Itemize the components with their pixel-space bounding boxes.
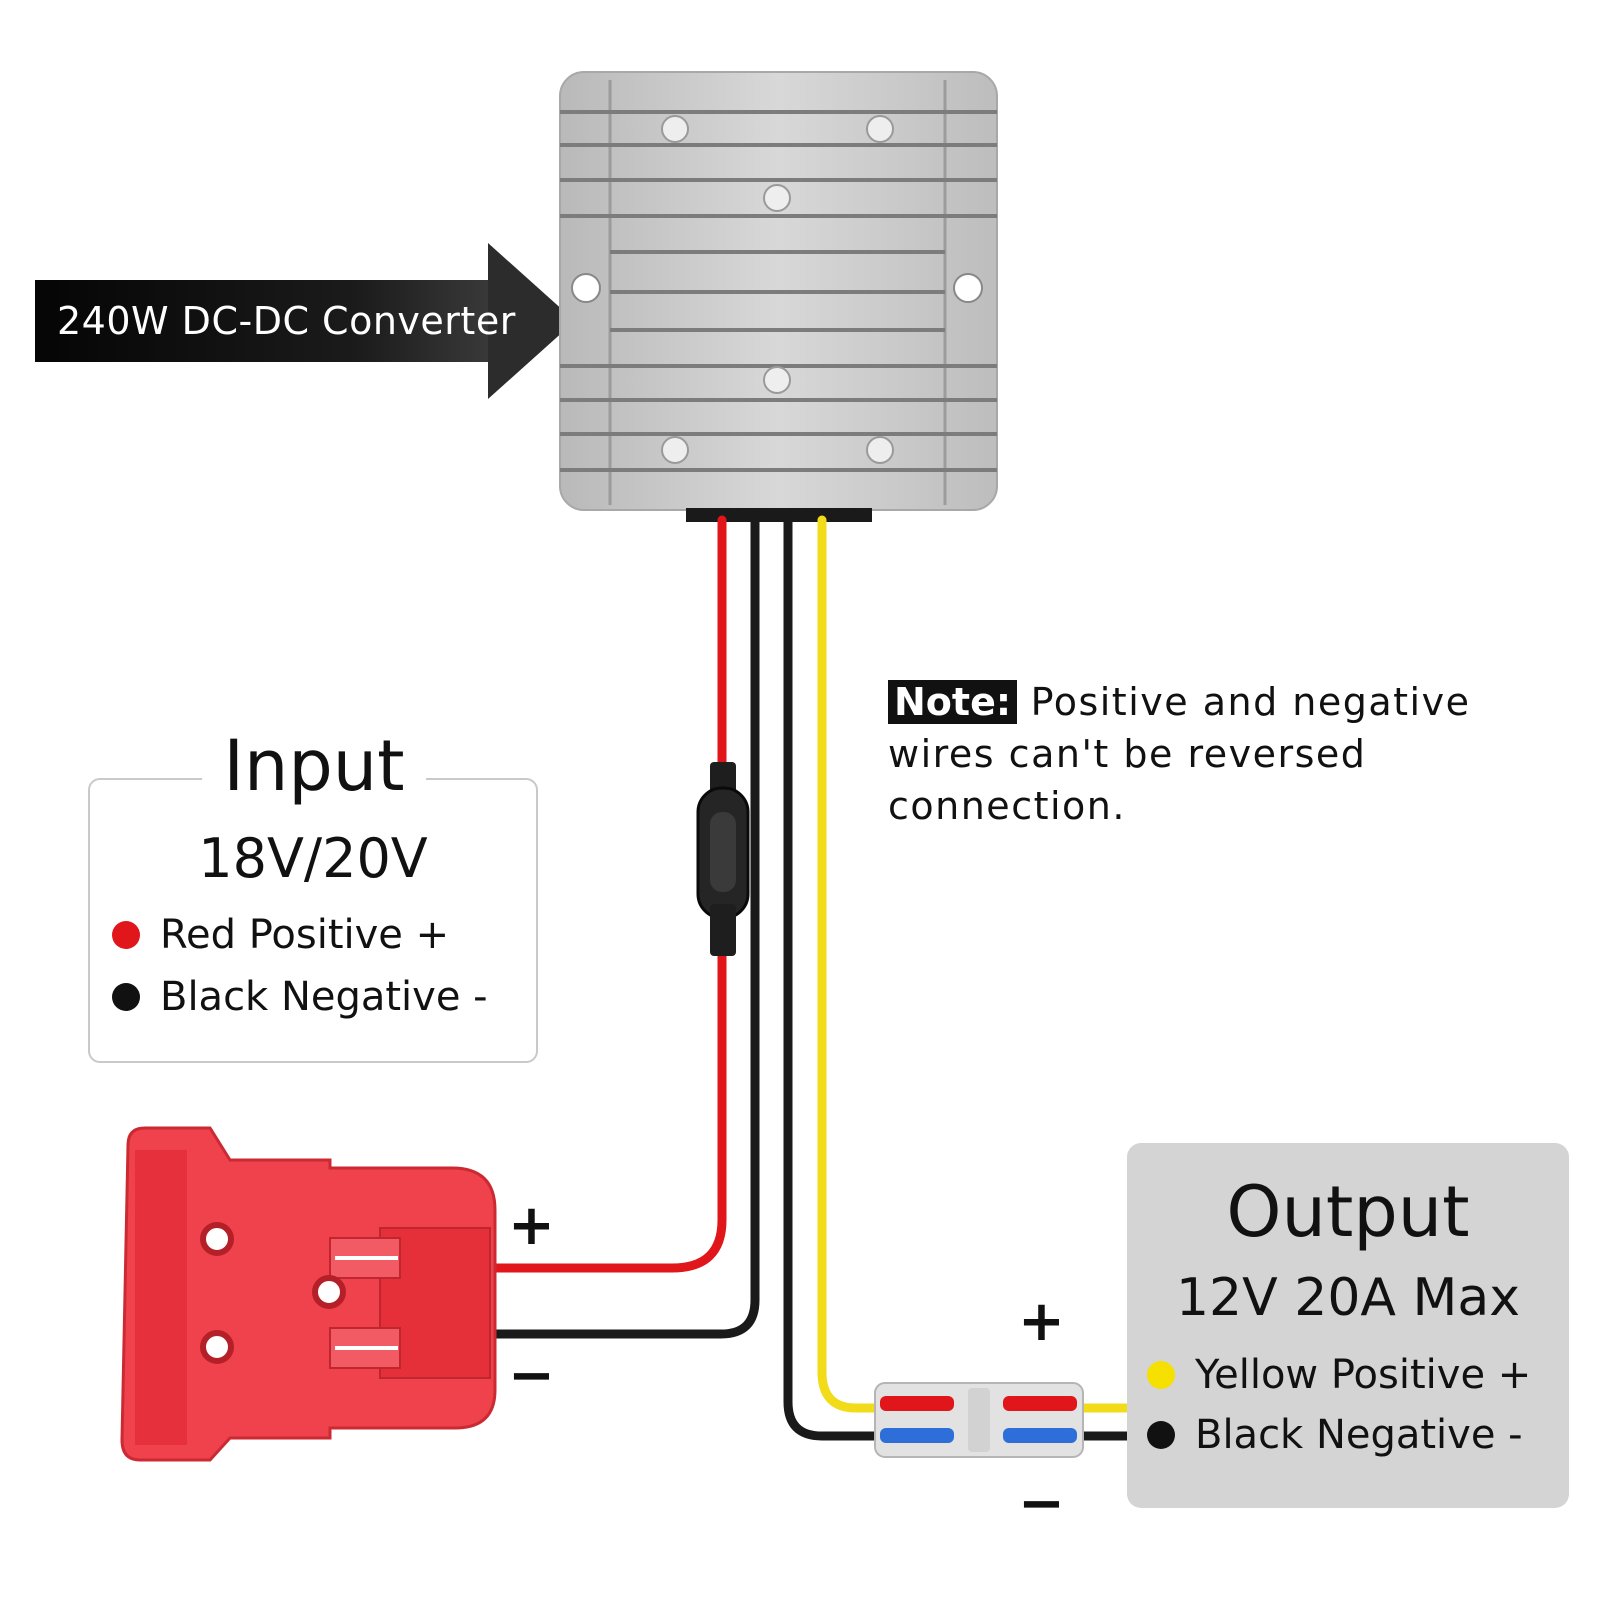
input-legend-black: Black Negative - [112,974,488,1020]
output-panel [1127,1143,1569,1508]
input-minus-sign: − [508,1343,555,1408]
input-black-wire [491,515,760,1339]
mount-hole-right [953,273,983,303]
input-legend-black-label: Black Negative - [160,974,488,1020]
note-text: Positive and negative wires can't be rev… [888,680,1471,828]
wiring-note: Note: Positive and negative wires can't … [888,676,1578,832]
input-legend-red-label: Red Positive + [160,912,450,958]
output-title: Output [1226,1171,1470,1253]
heatsink-fins [560,110,997,472]
converter-label-arrow [35,243,575,399]
yellow-dot-icon [1147,1361,1175,1389]
output-legend-black: Black Negative - [1147,1412,1523,1458]
output-plus-sign: + [1018,1289,1065,1354]
black-dot-icon [112,983,140,1011]
note-tag: Note: [888,680,1018,724]
screw-heads [661,115,894,464]
input-legend-red: Red Positive + [112,912,449,958]
input-title: Input [202,726,426,806]
cable-gland [686,508,872,522]
lever-connector [874,1382,1084,1458]
output-legend-yellow: Yellow Positive + [1147,1352,1531,1398]
output-yellow-wire [817,515,1133,1413]
input-plus-sign: + [508,1193,555,1258]
black-dot-icon [1147,1421,1175,1449]
output-spec: 12V 20A Max [1175,1268,1521,1328]
mount-hole-left [571,273,601,303]
battery-adapter [120,1126,497,1462]
input-red-wire [491,515,727,1273]
output-black-wire [783,515,1133,1441]
dc-dc-converter [559,71,998,522]
output-legend-black-label: Black Negative - [1195,1412,1523,1458]
inline-fuse-holder [696,762,750,956]
red-dot-icon [112,921,140,949]
input-voltage: 18V/20V [198,827,428,890]
output-minus-sign: − [1018,1471,1065,1536]
output-legend-yellow-label: Yellow Positive + [1195,1352,1532,1398]
converter-label: 240W DC-DC Converter [57,299,516,343]
